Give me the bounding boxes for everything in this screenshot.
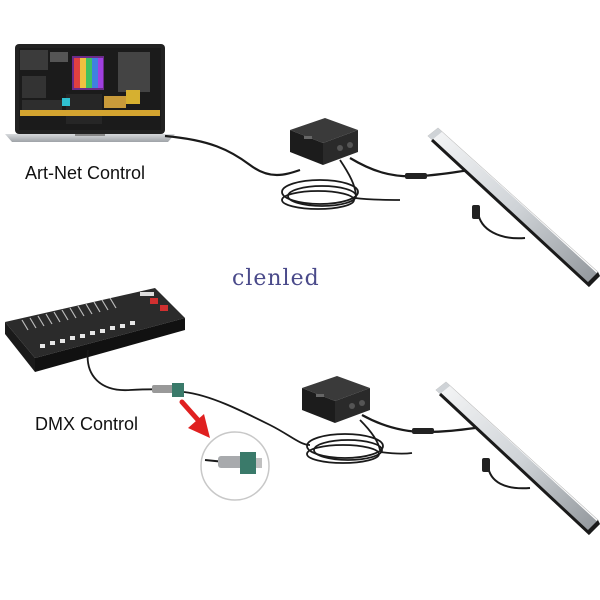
network-cable <box>164 134 301 177</box>
artnet-label: Art-Net Control <box>25 163 146 183</box>
controller-box-icon <box>302 376 370 423</box>
power-cable-coil <box>281 159 401 210</box>
led-bar-icon <box>427 127 600 288</box>
laptop-icon <box>5 44 175 142</box>
dmx-console-icon <box>5 288 185 372</box>
connector-icon <box>152 383 184 397</box>
dmx-cable <box>86 349 171 391</box>
dmx-cable-2 <box>183 391 311 446</box>
connector-zoom-icon <box>200 431 270 501</box>
led-bar-icon <box>435 381 600 536</box>
connector-icon <box>482 458 490 472</box>
dmx-label: DMX Control <box>35 414 139 434</box>
power-cable-coil <box>306 419 413 464</box>
controller-box-icon <box>290 118 358 165</box>
connector-icon <box>472 205 480 219</box>
connector-icon <box>405 173 427 179</box>
brand-watermark: clenled <box>232 266 320 291</box>
connector-icon <box>412 428 434 434</box>
arrow-icon <box>179 399 210 438</box>
